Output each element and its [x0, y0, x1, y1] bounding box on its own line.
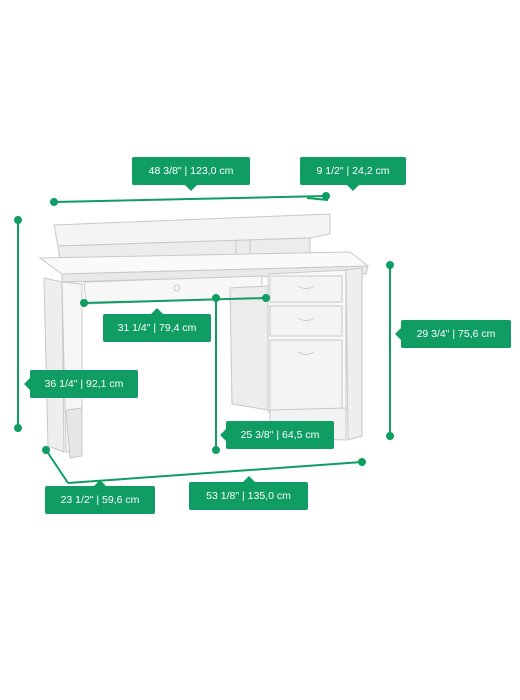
- pedestal-side: [229, 285, 269, 411]
- hutch-depth-label: 9 1/2" | 24,2 cm: [300, 157, 406, 191]
- overall-width-label: 48 3/8" | 123,0 cm: [132, 157, 250, 191]
- right-front-leg: [345, 267, 363, 441]
- depth-label: 23 1/2" | 59,6 cm: [45, 480, 155, 514]
- hutch-top: [53, 213, 331, 247]
- dimension-lines: [14, 192, 394, 484]
- desktop-edge: [61, 265, 369, 283]
- drawer-width-label: 31 1/4" | 79,4 cm: [103, 308, 211, 342]
- desk-height-label: 29 3/4" | 75,6 cm: [395, 320, 511, 348]
- drawer-knob: [173, 284, 181, 292]
- knee-height-label: 25 3/8" | 64,5 cm: [220, 421, 334, 449]
- total-width-label: 53 1/8" | 135,0 cm: [189, 476, 308, 510]
- overall-height-label: 36 1/4" | 92,1 cm: [24, 370, 138, 398]
- file-drawer: [269, 339, 343, 411]
- desk-drawing: [38, 213, 370, 459]
- left-front-leg: [43, 277, 65, 453]
